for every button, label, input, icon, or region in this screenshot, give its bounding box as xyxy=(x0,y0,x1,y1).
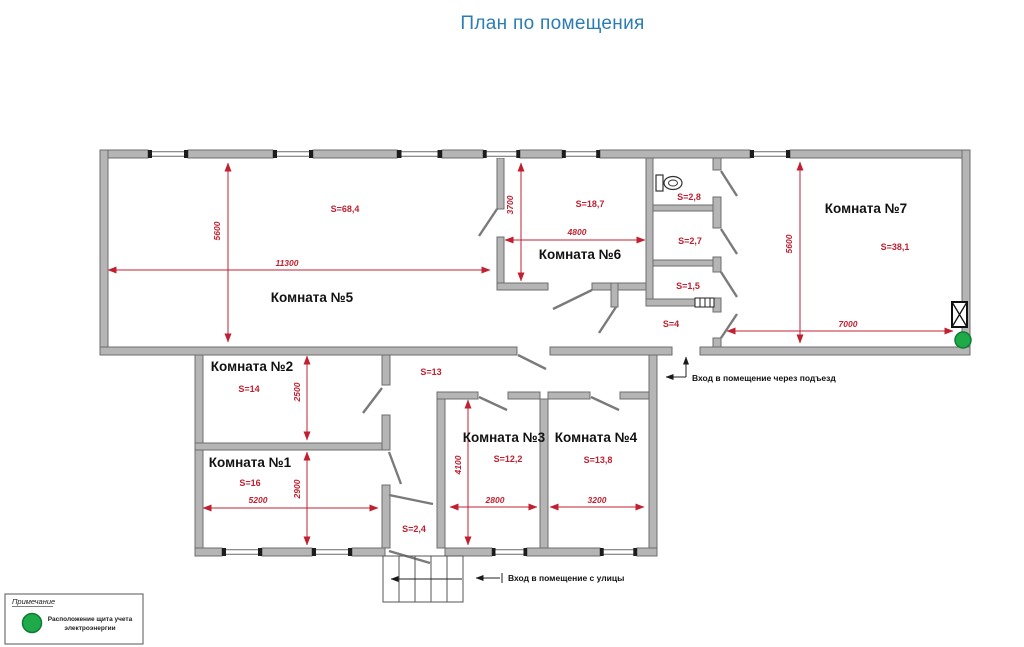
room3-name: Комната №3 xyxy=(463,430,546,445)
entrance-podezd-annotation: Вход в помещение через подъезд xyxy=(665,356,836,383)
street-entrance-label: Вход в помещение с улицы xyxy=(508,573,624,583)
dim-room4-width: 3200 xyxy=(588,495,607,505)
room27-area: S=2,7 xyxy=(678,236,702,246)
room2-area: S=14 xyxy=(238,384,259,394)
room7-area: S=38,1 xyxy=(881,242,910,252)
room1-name: Комната №1 xyxy=(209,455,292,470)
walls xyxy=(99,149,971,557)
meter-location-marker xyxy=(954,331,972,349)
room7-name: Комната №7 xyxy=(825,201,907,216)
hall4-area: S=4 xyxy=(663,319,679,329)
dim-room3-width: 2800 xyxy=(485,495,505,505)
room3-area: S=12,2 xyxy=(494,454,523,464)
vent-shaft-icon xyxy=(694,297,715,308)
dim-room7-height: 5600 xyxy=(784,234,794,253)
dim-room1-height: 2900 xyxy=(292,479,302,499)
legend-meter-marker xyxy=(21,612,43,634)
area-labels: S=68,4 S=18,7 S=38,1 S=14 S=16 S=12,2 S=… xyxy=(238,192,909,534)
legend-text-line1: Расположение щита учета xyxy=(48,616,133,623)
dim-room7-width: 7000 xyxy=(839,319,858,329)
page-title: План по помещения xyxy=(460,13,645,34)
room5-name: Комната №5 xyxy=(271,290,354,305)
dim-room2-height: 2500 xyxy=(292,382,302,402)
room1-area: S=16 xyxy=(239,478,260,488)
legend-title: Примечание xyxy=(12,597,55,606)
wc-area: S=2,8 xyxy=(677,192,701,202)
room6-area: S=18,7 xyxy=(576,199,605,209)
podezd-entrance-label: Вход в помещение через подъезд xyxy=(692,373,836,383)
dim-room3-height: 4100 xyxy=(453,455,463,475)
room6-name: Комната №6 xyxy=(539,247,622,262)
vestibule24-area: S=2,4 xyxy=(402,524,426,534)
corridor13-area: S=13 xyxy=(420,367,441,377)
electric-panel-icon xyxy=(951,301,968,328)
dimension-labels: 11300 5600 4800 3700 7000 5600 2500 5200… xyxy=(212,195,858,505)
dimension-lines xyxy=(107,161,954,546)
toilet-icon xyxy=(655,174,683,192)
dim-room6-height: 3700 xyxy=(505,195,515,214)
staircase xyxy=(382,555,464,603)
door-leaves xyxy=(362,170,739,565)
room5-area: S=68,4 xyxy=(331,204,360,214)
legend: Примечание Расположение щита учета элект… xyxy=(4,593,144,645)
room2-name: Комната №2 xyxy=(211,359,293,374)
dim-room6-width: 4800 xyxy=(567,227,587,237)
dim-room5-width: 11300 xyxy=(275,258,298,268)
room4-area: S=13,8 xyxy=(584,455,613,465)
entrance-street-annotation: Вход в помещение с улицы xyxy=(475,573,624,583)
legend-text-line2: электроэнергии xyxy=(64,625,115,632)
room4-name: Комната №4 xyxy=(555,430,638,445)
dim-room5-height: 5600 xyxy=(212,221,222,240)
room-name-labels: Комната №5 Комната №6 Комната №7 Комната… xyxy=(209,201,907,470)
room15-area: S=1,5 xyxy=(676,281,700,291)
dim-room1-width: 5200 xyxy=(249,495,268,505)
